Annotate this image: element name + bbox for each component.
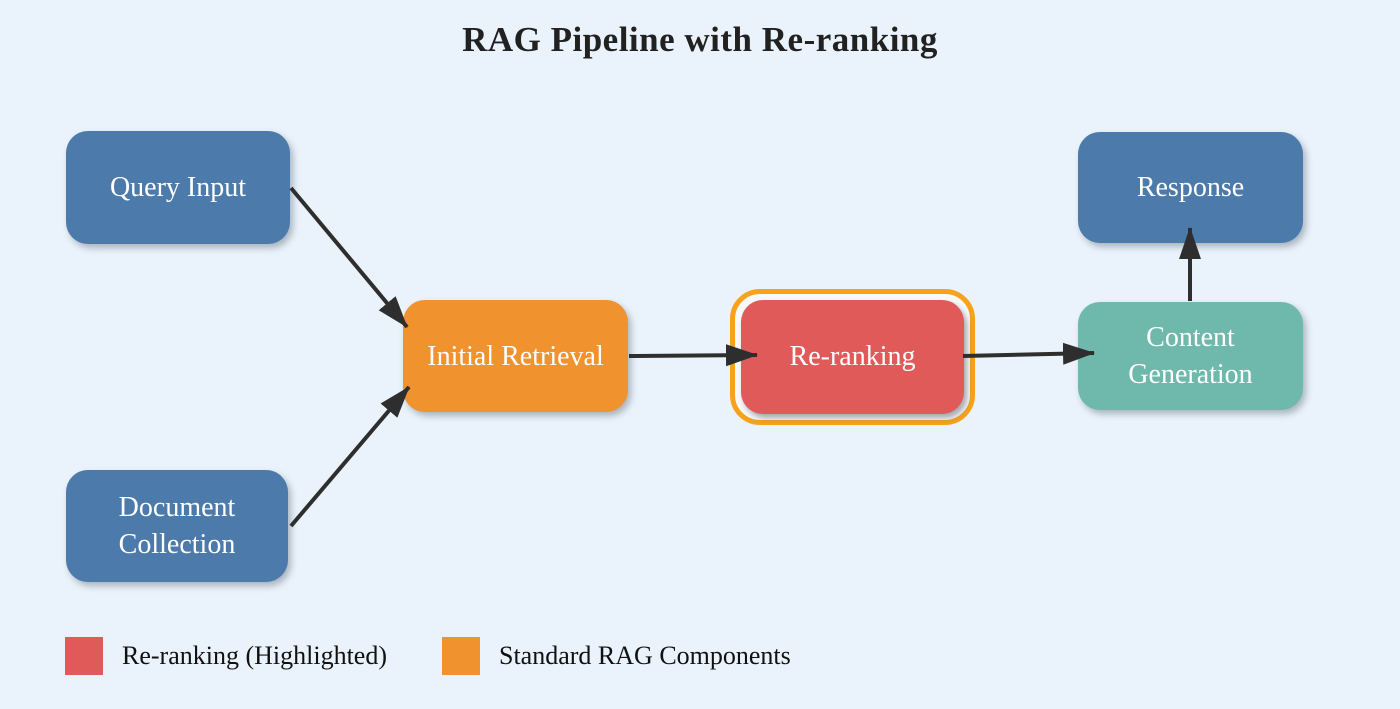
arrow-reranking-to-generation [962, 342, 1095, 365]
node-document-collection: Document Collection [66, 470, 288, 582]
re-ranking-highlight-ring: Re-ranking [730, 289, 975, 425]
node-initial-retrieval: Initial Retrieval [403, 300, 628, 412]
node-initial-retrieval-label: Initial Retrieval [427, 340, 604, 372]
node-query-input: Query Input [66, 131, 290, 244]
legend-item-reranking: Re-ranking (Highlighted) [65, 637, 387, 675]
legend-item-standard: Standard RAG Components [442, 637, 791, 675]
diagram-title: RAG Pipeline with Re-ranking [462, 20, 938, 59]
node-response: Response [1078, 132, 1303, 243]
node-re-ranking-label: Re-ranking [789, 341, 916, 372]
arrow-documents-to-retrieval [289, 385, 411, 528]
node-response-label: Response [1136, 172, 1245, 203]
legend-swatch-reranking [65, 637, 103, 675]
legend-swatch-standard [442, 637, 480, 675]
legend-label-reranking: Re-ranking (Highlighted) [122, 641, 387, 670]
node-document-collection-label: Document Collection [118, 492, 236, 560]
legend-label-standard: Standard RAG Components [499, 641, 791, 670]
node-content-generation: Content Generation [1078, 302, 1303, 410]
arrow-query-to-retrieval [289, 186, 409, 329]
node-content-generation-label: Content Generation [1128, 322, 1253, 390]
node-re-ranking: Re-ranking [741, 300, 964, 414]
node-query-input-label: Query Input [109, 172, 247, 203]
